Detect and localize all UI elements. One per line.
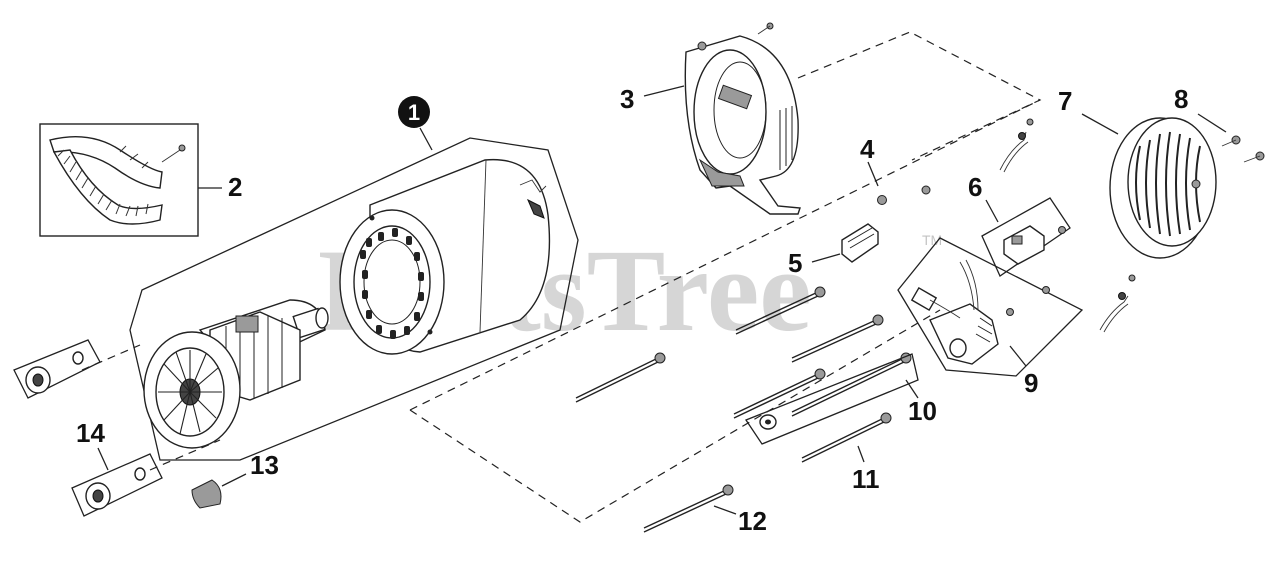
part-1-stator-assembly xyxy=(129,127,579,461)
long-bolts xyxy=(575,286,919,533)
bearing-upper-group xyxy=(13,339,101,399)
callout-2: 2 xyxy=(228,172,242,202)
part-8-screws xyxy=(1197,113,1265,163)
callout-3: 3 xyxy=(620,84,634,114)
part-4-screw xyxy=(867,161,931,205)
callout-9: 9 xyxy=(1024,368,1038,398)
part-2-clamp-inset xyxy=(39,123,222,237)
callout-11: 11 xyxy=(852,464,880,494)
part-5-brush-holder xyxy=(811,223,879,263)
callout-4: 4 xyxy=(860,134,875,164)
part-6-regulator xyxy=(981,197,1071,277)
callout-13: 13 xyxy=(250,450,279,480)
callout-10: 10 xyxy=(908,396,937,426)
part-14-bearing-group xyxy=(71,447,163,517)
rotor-fan-assembly xyxy=(143,299,329,449)
part-9-regulator-harness xyxy=(897,237,1084,377)
part-3-front-bracket xyxy=(643,22,801,215)
wire-tie-upper xyxy=(999,118,1034,173)
callout-1-badge: 1 xyxy=(398,96,430,128)
wire-tie-lower xyxy=(1099,274,1136,333)
callout-12: 12 xyxy=(738,506,767,536)
callout-5: 5 xyxy=(788,248,802,278)
part-13-key xyxy=(191,473,247,509)
watermark-tm: TM xyxy=(922,232,942,248)
callout-6: 6 xyxy=(968,172,982,202)
callout-1-label: 1 xyxy=(408,100,420,125)
callout-8: 8 xyxy=(1174,84,1188,114)
part-7-end-cover xyxy=(1081,113,1217,259)
callout-14: 14 xyxy=(76,418,105,448)
callout-7: 7 xyxy=(1058,86,1072,116)
